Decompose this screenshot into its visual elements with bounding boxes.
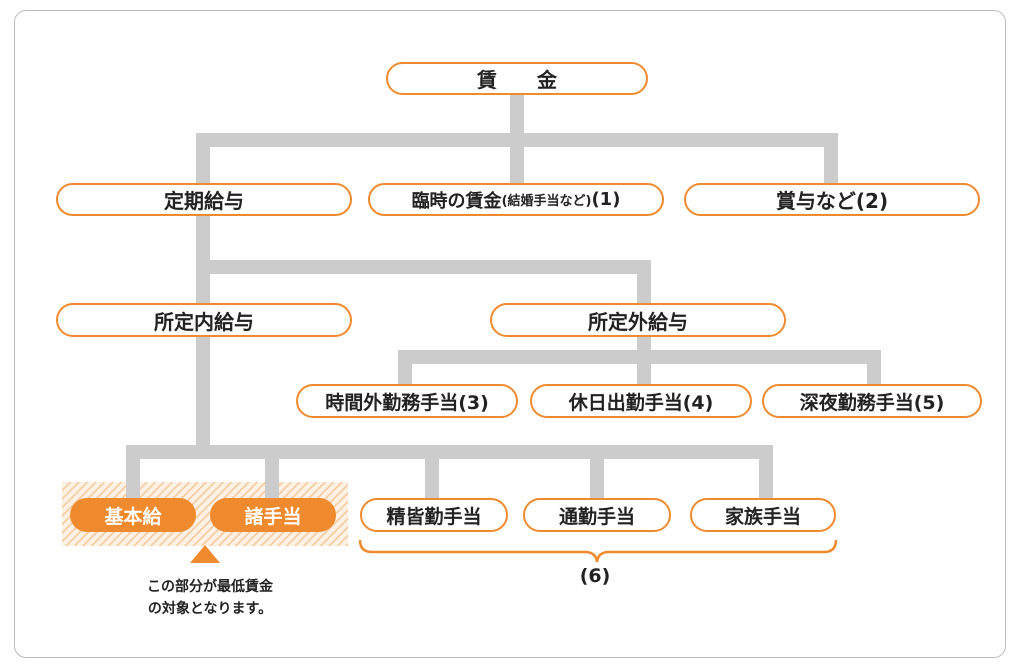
node-family-allowance: 家族手当 (690, 498, 836, 532)
node-other-allowances: 諸手当 (210, 498, 336, 532)
group-label-six: (6) (579, 565, 611, 587)
node-attendance-allowance: 精皆勤手当 (360, 498, 508, 532)
node-family-allowance-label: 家族手当 (724, 505, 801, 528)
node-base-pay: 基本給 (70, 498, 196, 532)
node-regular-salary: 定期給与 (56, 183, 352, 216)
group-brace (358, 539, 838, 563)
node-night-allowance-label: 深夜勤務手当(5) (799, 391, 945, 414)
node-scheduled-pay-label: 所定内給与 (154, 309, 254, 334)
node-holiday-allowance-label: 休日出勤手当(4) (568, 391, 714, 414)
node-overtime-allowance: 時間外勤務手当(3) (296, 384, 518, 418)
temporary-wage-paren: (結婚手当など) (501, 194, 592, 209)
node-commute-allowance: 通勤手当 (523, 498, 671, 532)
note-line-2: の対象となります。 (147, 601, 273, 617)
temporary-wage-main: 臨時の賃金 (411, 190, 502, 212)
node-non-scheduled-pay: 所定外給与 (490, 303, 786, 337)
node-attendance-allowance-label: 精皆勤手当 (386, 505, 482, 528)
node-bonus: 賞与など(2) (684, 183, 980, 216)
node-regular-salary-label: 定期給与 (164, 189, 244, 213)
node-root-wage: 賃 金 (386, 62, 648, 95)
node-commute-allowance-label: 通勤手当 (558, 505, 635, 528)
node-base-pay-label: 基本給 (104, 505, 162, 528)
node-overtime-allowance-label: 時間外勤務手当(3) (325, 391, 489, 414)
node-holiday-allowance: 休日出勤手当(4) (530, 384, 752, 418)
note-line-1: この部分が最低賃金 (147, 579, 273, 595)
node-root-wage-label: 賃 金 (477, 68, 557, 92)
node-bonus-label: 賞与など(2) (775, 189, 889, 213)
node-other-allowances-label: 諸手当 (244, 505, 302, 528)
temporary-wage-number: (1) (591, 189, 621, 210)
minimum-wage-note: この部分が最低賃金 の対象となります。 (100, 576, 320, 620)
node-scheduled-pay: 所定内給与 (56, 303, 352, 337)
pointer-triangle (190, 545, 220, 563)
node-non-scheduled-pay-label: 所定外給与 (588, 309, 688, 334)
node-temporary-wage: 臨時の賃金(結婚手当など)(1) (368, 183, 664, 216)
node-night-allowance: 深夜勤務手当(5) (762, 384, 982, 418)
